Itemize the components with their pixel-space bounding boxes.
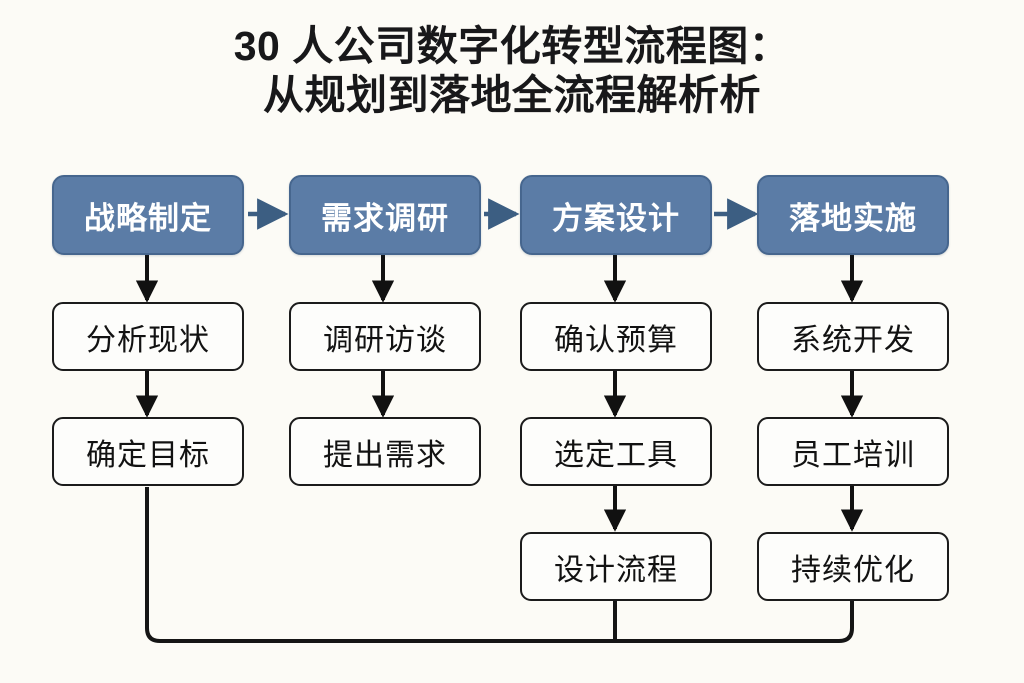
step-box-analyze-status[interactable]: 分析现状 [52, 302, 244, 371]
phase-box-solution-design-label: 方案设计 [552, 200, 680, 236]
step-box-select-tools[interactable]: 选定工具 [520, 417, 712, 486]
step-box-confirm-budget[interactable]: 确认预算 [520, 302, 712, 371]
step-box-raise-requirements-label: 提出需求 [323, 438, 447, 472]
phase-box-requirements[interactable]: 需求调研 [289, 175, 481, 255]
phase-box-strategy[interactable]: 战略制定 [52, 175, 244, 255]
phase-box-solution-design[interactable]: 方案设计 [520, 175, 712, 255]
step-box-design-process[interactable]: 设计流程 [520, 532, 712, 601]
step-box-staff-training[interactable]: 员工培训 [757, 417, 949, 486]
step-box-continuous-optimization[interactable]: 持续优化 [757, 532, 949, 601]
step-box-raise-requirements[interactable]: 提出需求 [289, 417, 481, 486]
phase-box-requirements-label: 需求调研 [321, 200, 449, 236]
step-box-select-tools-label: 选定工具 [554, 438, 678, 472]
step-box-continuous-optimization-label: 持续优化 [791, 553, 915, 587]
page-title-line-2: 从规划到落地全流程解析析 [263, 72, 761, 118]
step-box-design-process-label: 设计流程 [554, 553, 678, 587]
step-box-confirm-budget-label: 确认预算 [554, 323, 678, 357]
phase-box-implementation-label: 落地实施 [789, 200, 917, 236]
step-box-define-goals[interactable]: 确定目标 [52, 417, 244, 486]
phase-box-strategy-label: 战略制定 [84, 200, 212, 236]
step-box-system-development[interactable]: 系统开发 [757, 302, 949, 371]
step-box-research-interview[interactable]: 调研访谈 [289, 302, 481, 371]
step-box-define-goals-label: 确定目标 [86, 438, 210, 472]
step-box-research-interview-label: 调研访谈 [323, 323, 447, 357]
feedback-loop-line [145, 487, 854, 643]
step-box-analyze-status-label: 分析现状 [86, 323, 210, 357]
step-box-system-development-label: 系统开发 [791, 323, 915, 357]
step-box-staff-training-label: 员工培训 [791, 438, 915, 472]
phase-box-implementation[interactable]: 落地实施 [757, 175, 949, 255]
page-title-line-1: 30 人公司数字化转型流程图： [233, 23, 791, 69]
page-title: 30 人公司数字化转型流程图： 从规划到落地全流程解析析 [0, 22, 1024, 120]
